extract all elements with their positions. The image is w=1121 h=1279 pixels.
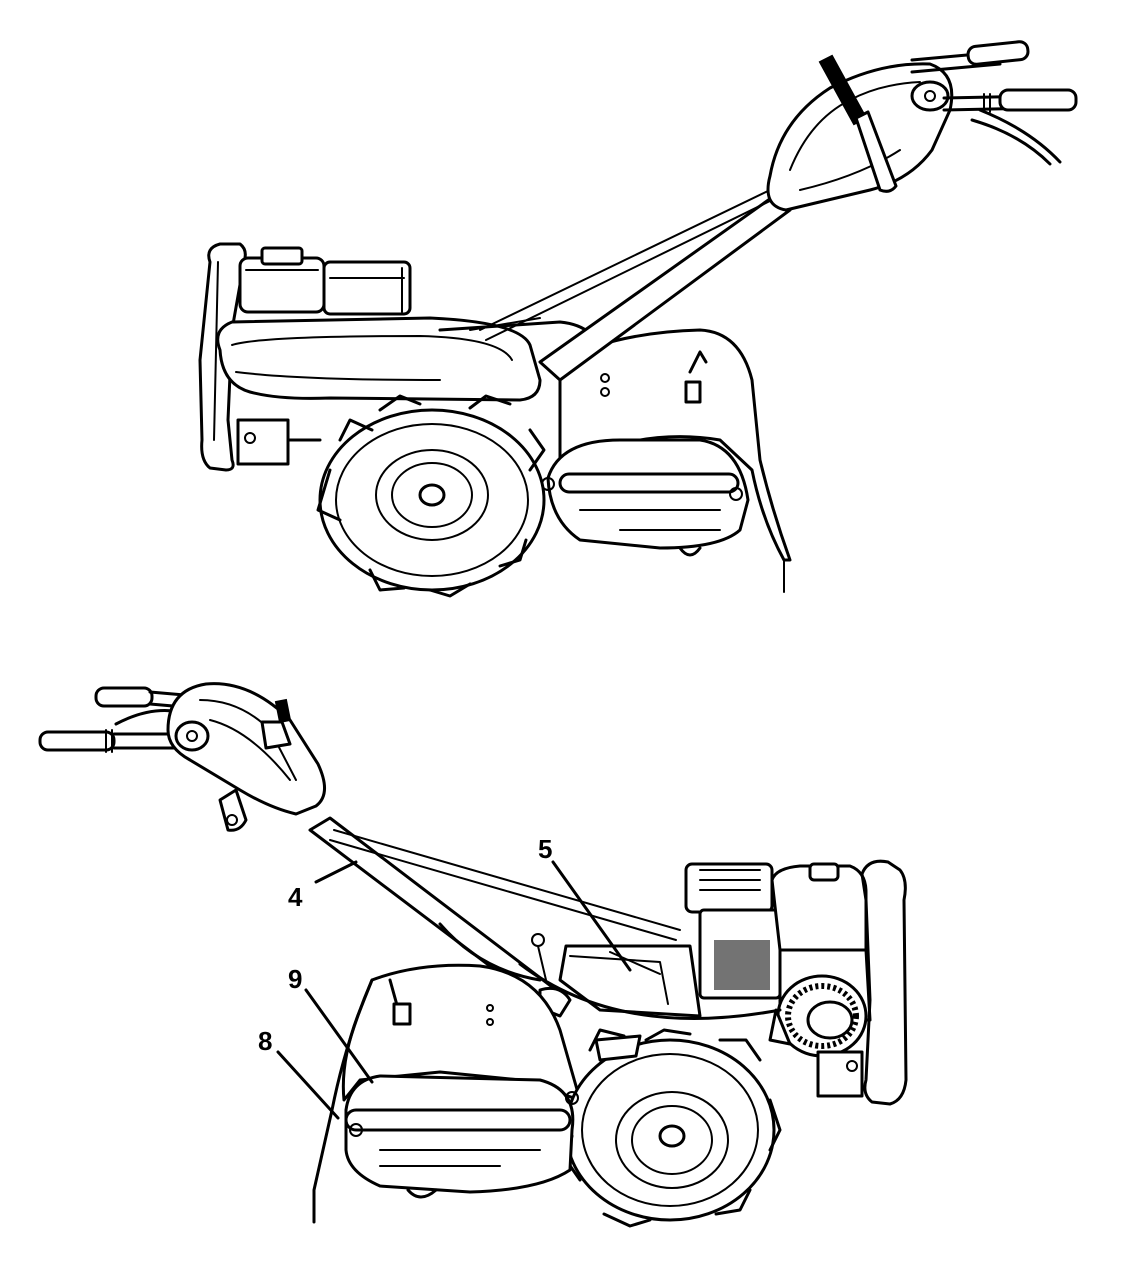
- leader-line-8: [276, 1050, 340, 1120]
- tiller-top-view: [198, 40, 1078, 598]
- top-engine-tank: [238, 246, 326, 314]
- bottom-recoil-starter: [768, 974, 868, 1058]
- top-handle-grips: [910, 40, 1078, 166]
- bottom-engine: [684, 862, 872, 1022]
- top-engine-hood: [216, 316, 542, 402]
- callout-label-5: 5: [538, 834, 552, 864]
- bottom-tine-hood: [312, 963, 582, 1224]
- bottom-wheel: [564, 1028, 782, 1228]
- bottom-tine-shield: [344, 1074, 579, 1199]
- callout-label-4: 4: [288, 882, 303, 912]
- callout-5: 5: [538, 834, 632, 972]
- top-front-bumper: [198, 242, 247, 472]
- callout-8: 8: [258, 1026, 340, 1120]
- top-engine-block: [322, 260, 412, 316]
- bottom-front-bumper: [816, 859, 908, 1106]
- top-shift-lever: [818, 54, 898, 193]
- top-tine-shield: [541, 438, 750, 557]
- top-handlebar: [479, 62, 954, 382]
- bottom-shift-lever: [260, 698, 292, 750]
- leader-line-9: [304, 988, 374, 1084]
- tiller-bottom-view: [38, 682, 908, 1228]
- leader-line-5: [551, 860, 632, 972]
- top-tine-hood: [558, 328, 792, 593]
- bottom-handlebar-head: [166, 682, 326, 832]
- top-wheel: [316, 394, 546, 598]
- callout-label-9: 9: [288, 964, 302, 994]
- top-front-bracket: [236, 418, 322, 466]
- callout-4: 4: [288, 860, 358, 912]
- callout-label-8: 8: [258, 1026, 272, 1056]
- leader-line-4: [314, 860, 358, 884]
- callout-9: 9: [288, 964, 374, 1084]
